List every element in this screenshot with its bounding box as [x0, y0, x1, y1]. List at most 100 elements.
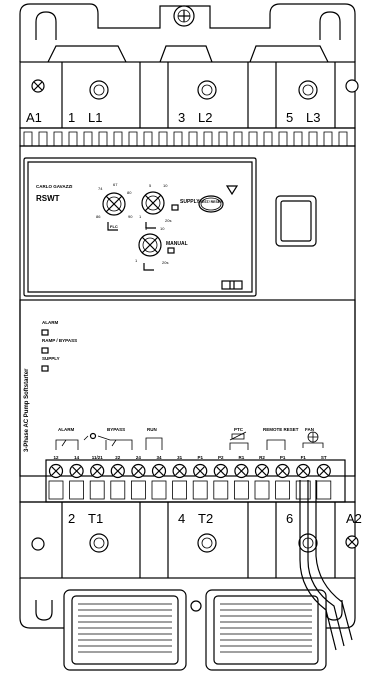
t2-label: T2 [198, 511, 213, 526]
manual-led [167, 247, 175, 254]
dial3-tick-2: 10 [160, 226, 165, 231]
dial2-tick-2: 10 [163, 183, 168, 188]
l2-screw-icon [197, 80, 217, 100]
ramp-bypass-label: RAMP / BYPASS [42, 338, 77, 343]
heatsink-fin [158, 131, 168, 146]
control-terminal-screw-icon [233, 463, 249, 500]
test-reset-button[interactable]: TEST/ RESET [198, 195, 224, 213]
bottom-mounting-plate [19, 578, 356, 629]
heatsink-fin [338, 131, 348, 146]
alarm-led-label: ALARM [42, 320, 58, 325]
heatsink-fin [173, 131, 183, 146]
heatsink-fin [278, 131, 288, 146]
heatsink-fin [188, 131, 198, 146]
dial1-tick-2: 67 [113, 182, 118, 187]
dial3-tick-1: 5 [145, 226, 148, 231]
control-terminal-screw-icon [192, 463, 208, 500]
heatsink-fin [248, 131, 258, 146]
supply-led-label: SUPPLY [42, 356, 60, 361]
test-reset-label: TEST/ RESET [200, 200, 223, 204]
l1-label: L1 [88, 110, 102, 125]
load-terminal-block: 2 T1 4 T2 6 A2 [19, 501, 362, 579]
dial1-sub-label: FLC [110, 224, 118, 229]
control-terminal-screw-icon [275, 463, 291, 500]
heatsink-fin [68, 131, 78, 146]
control-terminal-label: P2 [218, 455, 224, 460]
control-terminal-label: 24 [136, 455, 142, 460]
control-terminal-screw-icon [130, 463, 146, 500]
common-node-icon [89, 432, 97, 440]
manual-label: MANUAL [166, 241, 188, 247]
side-title: 3-Phase AC Pump Softstarter [24, 368, 30, 452]
settings-panel: CARLO GAVAZZI RSWT 74 67 80 86 90 FLC 5 … [23, 157, 257, 297]
dial3-tick-4: 20s [162, 260, 168, 265]
a1-screw-icon [31, 79, 45, 93]
supply-led [41, 365, 49, 372]
display-window [275, 195, 317, 247]
group-ptc: PTC [234, 427, 244, 432]
control-terminal-label: 31 [177, 455, 183, 460]
ramp-time-dial-icon [141, 191, 165, 229]
bottom-mount-hole-icon [31, 537, 45, 551]
l2-label: L2 [198, 110, 212, 125]
a2-label: A2 [346, 511, 362, 526]
dial2-tick-4: 20s [165, 218, 171, 223]
control-terminal-label: 34 [156, 455, 162, 460]
t2-number: 4 [178, 511, 185, 526]
control-terminal-strip [45, 459, 346, 503]
settings-supply-led [171, 204, 179, 211]
settings-supply-label: SUPPLY [180, 199, 200, 205]
group-alarm: ALARM [58, 427, 74, 432]
heatsink-fin [38, 131, 48, 146]
t2-screw-icon [197, 533, 217, 553]
control-terminal-screw-icon [69, 463, 84, 500]
top-screw-icon [173, 5, 195, 27]
flc-dial-icon [102, 192, 126, 231]
control-terminal-label: P1 [280, 455, 286, 460]
control-terminal-screw-icon [254, 463, 270, 500]
heatsink-fin [83, 131, 93, 146]
brand-line: CARLO GAVAZZI [36, 184, 72, 189]
group-remote-reset: REMOTE RESET [263, 427, 299, 432]
remote-reset-bracket [266, 439, 286, 450]
control-terminal-label: 11/21 [92, 455, 104, 460]
top-mounting-plate [19, 3, 356, 63]
mount-hole-icon [345, 79, 359, 93]
heatsink-fin [23, 131, 33, 146]
l2-number: 3 [178, 110, 185, 125]
l1-number: 1 [68, 110, 75, 125]
l3-number: 5 [286, 110, 293, 125]
group-run: RUN [147, 427, 157, 432]
fan-cable [299, 480, 353, 651]
control-terminal-label: ST [321, 455, 327, 460]
group-bypass: BYPASS [107, 427, 125, 432]
t3-number: 6 [286, 511, 293, 526]
heatsink-fins-top [19, 127, 356, 147]
heatsink-fin [293, 131, 303, 146]
t1-screw-icon [89, 533, 109, 553]
heatsink-fin [143, 131, 153, 146]
heatsink-fin [53, 131, 63, 146]
heatsink-fin [113, 131, 123, 146]
dial1-tick-4: 86 [96, 214, 101, 219]
control-terminal-screw-icon [316, 463, 332, 500]
control-terminal-label: P1 [197, 455, 203, 460]
dial1-tick-3: 80 [127, 190, 132, 195]
control-terminal-screw-icon [48, 463, 64, 500]
model-name: RSWT [36, 194, 60, 203]
warning-triangle-icon [225, 185, 239, 196]
bottom-hole-icon [190, 600, 202, 612]
heatsink-fin [308, 131, 318, 146]
fan-right-icon [205, 589, 327, 671]
group-fan: FAN [305, 427, 314, 432]
heatsink-fin [263, 131, 273, 146]
dial1-tick-5: 90 [128, 214, 133, 219]
l1-screw-icon [89, 80, 109, 100]
control-terminal-label: 22 [115, 455, 121, 460]
manual-dial-icon [138, 233, 162, 271]
control-terminal-label: 12 [53, 455, 59, 460]
ptc-symbol-icon [229, 431, 249, 450]
t1-number: 2 [68, 511, 75, 526]
dial2-tick-3: 1 [139, 214, 142, 219]
